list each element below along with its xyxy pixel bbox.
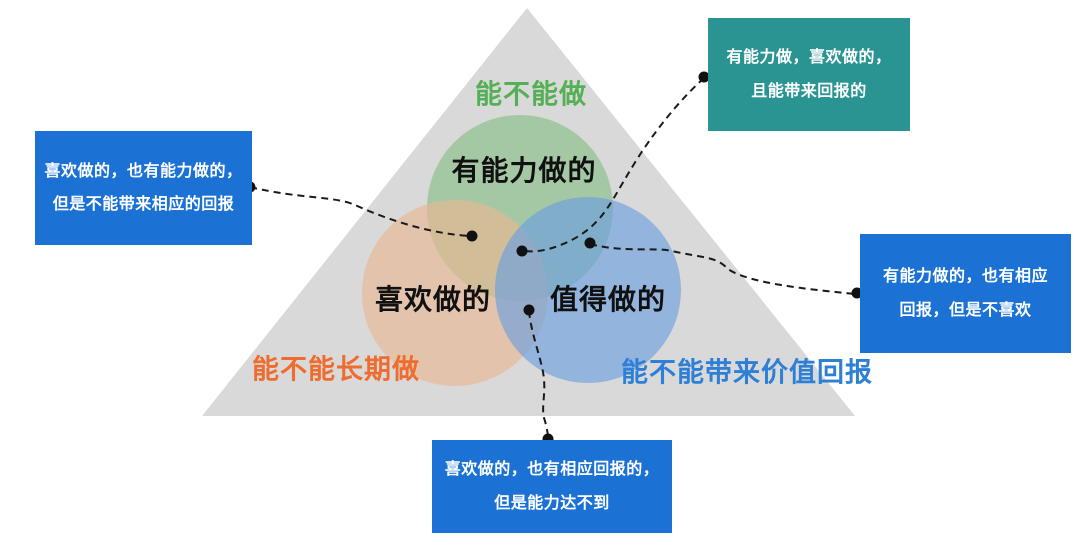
circle-label-like: 喜欢做的: [374, 284, 492, 315]
dot-like-reward-intersection: [523, 304, 535, 316]
callout-ability-reward-line2: 回报，但是不喜欢: [899, 301, 1032, 319]
dot-center-intersection: [516, 245, 528, 257]
axis-label-bottom-left: 能不能长期做: [252, 354, 420, 385]
dot-ability-reward-box: [851, 287, 863, 299]
callout-ability-reward: 有能力做的，也有相应 回报，但是不喜欢: [860, 234, 1071, 353]
dot-center-box: [698, 71, 710, 83]
callout-like-ability-line2: 但是不能带来相应的回报: [52, 196, 235, 213]
callout-like-ability-line1: 喜欢做的，也有能力做的，: [44, 162, 243, 180]
connector-center: [523, 77, 705, 253]
callout-like-reward-line1: 喜欢做的，也有相应回报的，: [444, 461, 660, 479]
callout-center: 有能力做，喜欢做的， 且能带来回报的: [708, 18, 910, 131]
callout-center-line2: 且能带来回报的: [751, 82, 867, 100]
dot-like-ability-intersection: [466, 230, 478, 242]
connector-ability-reward: [589, 243, 856, 295]
callout-like-ability: 喜欢做的，也有能力做的， 但是不能带来相应的回报: [35, 131, 252, 245]
circle-label-worth: 值得做的: [549, 284, 667, 315]
circle-worth: [495, 197, 681, 383]
connector-like-reward: [528, 310, 549, 439]
circle-like: [362, 200, 548, 386]
connector-like-ability: [249, 186, 471, 237]
callout-ability-reward-line1: 有能力做的，也有相应: [882, 268, 1048, 286]
callout-like-reward-line2: 但是能力达不到: [494, 494, 610, 512]
axis-label-bottom-right: 能不能带来价值回报: [621, 357, 873, 388]
circle-label-ability: 有能力做的: [451, 155, 597, 186]
callout-center-line1: 有能力做，喜欢做的，: [726, 49, 892, 67]
dot-ability-reward-intersection: [584, 237, 596, 249]
callout-like-reward: 喜欢做的，也有相应回报的， 但是能力达不到: [432, 440, 672, 533]
axis-label-top: 能不能做: [475, 79, 587, 110]
